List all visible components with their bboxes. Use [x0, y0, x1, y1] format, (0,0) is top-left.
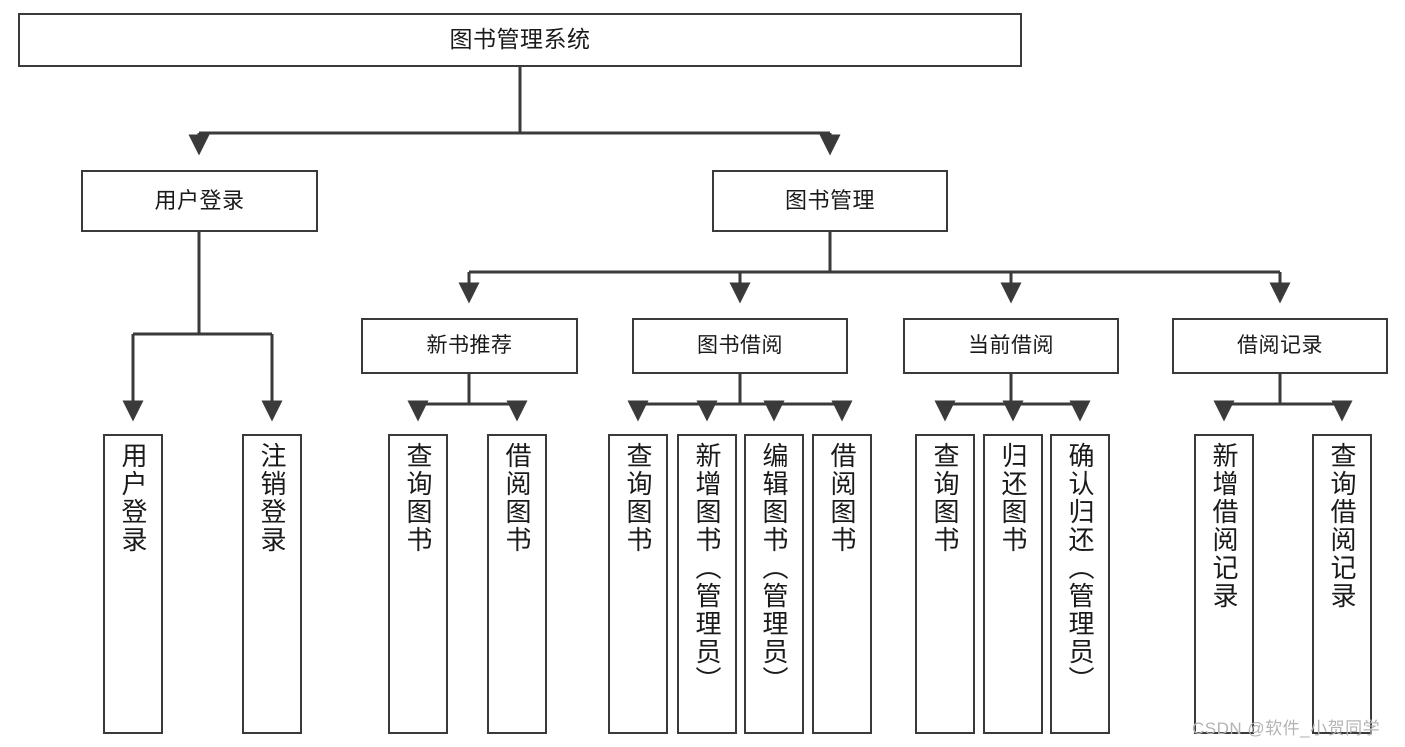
node-leaf-user-login-label: 用户登录: [118, 442, 148, 554]
node-leaf-query-record[interactable]: 查询借阅记录: [1312, 434, 1372, 734]
node-leaf-query-book-2-label: 查询图书: [623, 442, 653, 554]
node-new-book-recommend-label: 新书推荐: [426, 333, 513, 357]
node-leaf-confirm-return-label: 确认归还（管理员）: [1065, 442, 1095, 694]
node-leaf-edit-book[interactable]: 编辑图书（管理员）: [744, 434, 804, 734]
node-current-borrow-label: 当前借阅: [968, 333, 1054, 357]
node-book-borrow[interactable]: 图书借阅: [632, 318, 848, 374]
node-leaf-logout-login[interactable]: 注销登录: [242, 434, 302, 734]
csdn-watermark: CSDN @软件_小贺同学: [1192, 719, 1381, 738]
node-new-book-recommend[interactable]: 新书推荐: [361, 318, 578, 374]
node-current-borrow[interactable]: 当前借阅: [903, 318, 1119, 374]
node-borrow-record[interactable]: 借阅记录: [1172, 318, 1388, 374]
node-leaf-edit-book-label: 编辑图书（管理员）: [759, 442, 789, 694]
node-leaf-query-book-3-label: 查询图书: [930, 442, 960, 554]
node-leaf-borrow-book-2[interactable]: 借阅图书: [812, 434, 872, 734]
node-leaf-borrow-book-1-label: 借阅图书: [502, 442, 532, 554]
node-leaf-logout-login-label: 注销登录: [257, 442, 287, 554]
node-leaf-borrow-book-2-label: 借阅图书: [827, 442, 857, 554]
node-leaf-query-book-3[interactable]: 查询图书: [915, 434, 975, 734]
node-leaf-confirm-return[interactable]: 确认归还（管理员）: [1050, 434, 1110, 734]
node-leaf-return-book-label: 归还图书: [998, 442, 1028, 554]
node-book-manage[interactable]: 图书管理: [712, 170, 948, 232]
node-leaf-query-book-1[interactable]: 查询图书: [388, 434, 448, 734]
node-leaf-query-record-label: 查询借阅记录: [1327, 442, 1357, 610]
node-leaf-add-book-label: 新增图书（管理员）: [692, 442, 722, 694]
node-leaf-query-book-2[interactable]: 查询图书: [608, 434, 668, 734]
node-root[interactable]: 图书管理系统: [18, 13, 1022, 67]
node-book-manage-label: 图书管理: [784, 188, 875, 214]
node-leaf-query-book-1-label: 查询图书: [403, 442, 433, 554]
node-user-login-label: 用户登录: [154, 188, 245, 214]
node-root-label: 图书管理系统: [449, 26, 591, 53]
node-leaf-add-record-label: 新增借阅记录: [1209, 442, 1239, 610]
node-leaf-add-book[interactable]: 新增图书（管理员）: [677, 434, 737, 734]
node-leaf-borrow-book-1[interactable]: 借阅图书: [487, 434, 547, 734]
node-leaf-add-record[interactable]: 新增借阅记录: [1194, 434, 1254, 734]
node-book-borrow-label: 图书借阅: [697, 333, 783, 357]
node-user-login[interactable]: 用户登录: [81, 170, 318, 232]
node-leaf-return-book[interactable]: 归还图书: [983, 434, 1043, 734]
node-leaf-user-login[interactable]: 用户登录: [103, 434, 163, 734]
node-borrow-record-label: 借阅记录: [1237, 333, 1323, 357]
